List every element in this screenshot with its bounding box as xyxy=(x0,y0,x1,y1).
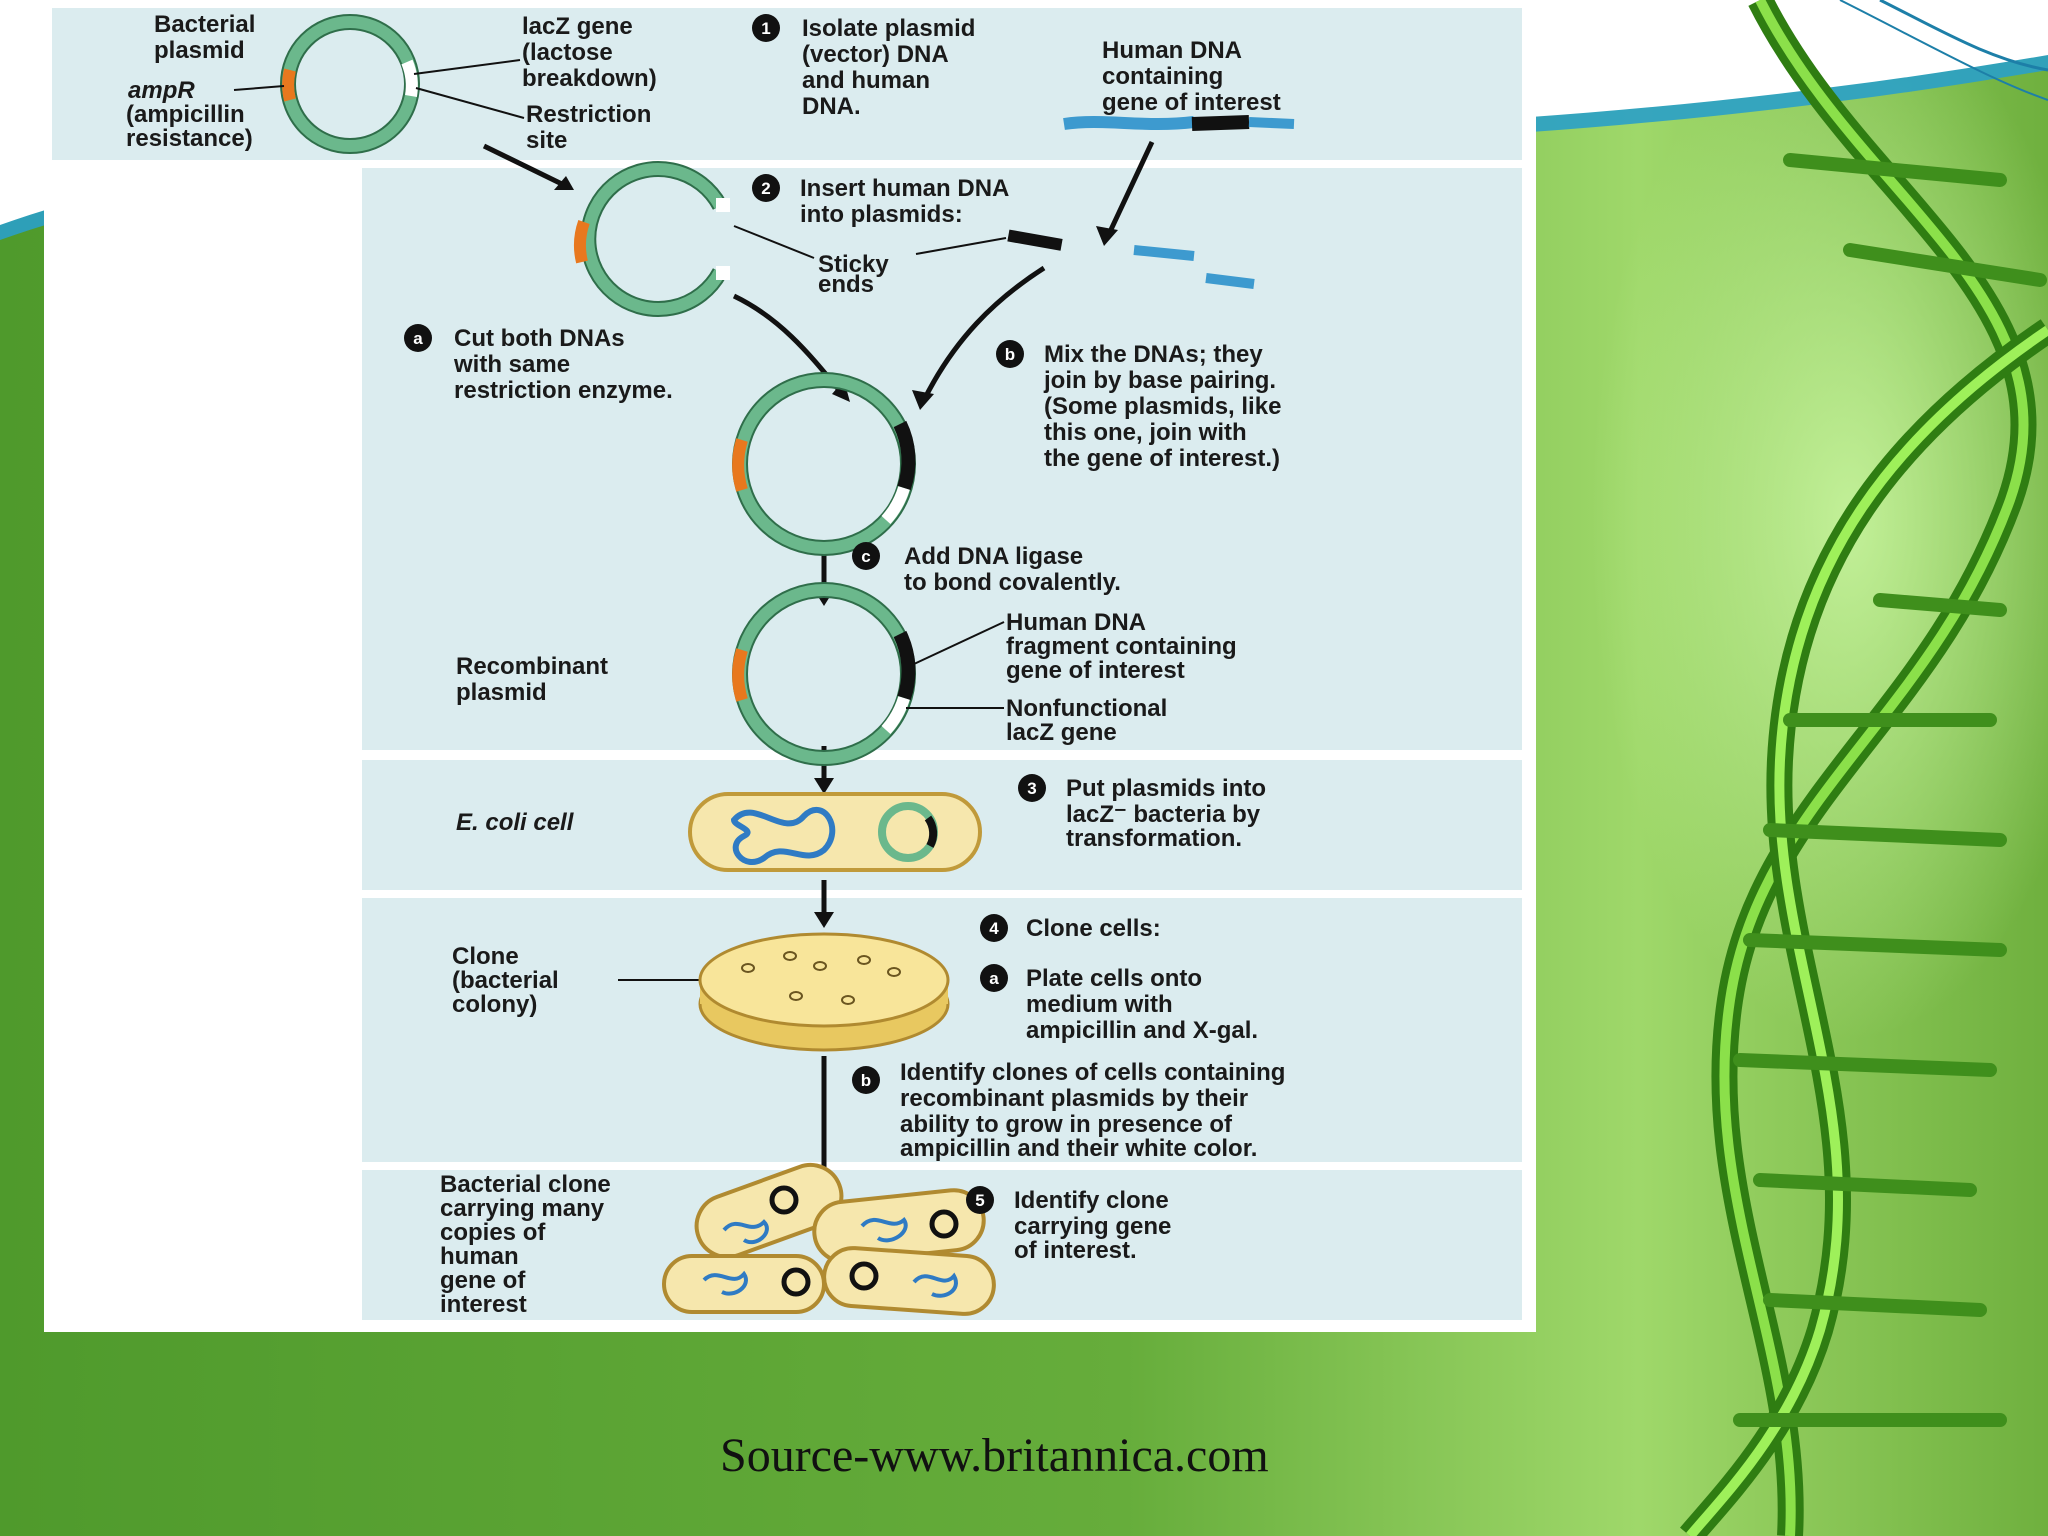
human-dna-fragment-label: Human DNA fragment containing gene of in… xyxy=(1006,609,1243,684)
svg-text:c: c xyxy=(861,547,870,566)
step5-badge xyxy=(966,1186,994,1214)
svg-text:b: b xyxy=(1005,345,1015,364)
svg-text:b: b xyxy=(861,1071,871,1090)
human-dna-strand xyxy=(1063,115,1295,131)
nonfunctional-lacZ-label: Nonfunctional lacZ gene xyxy=(1006,695,1174,746)
step4b-text: Identify clones of cells containing reco… xyxy=(900,1059,1292,1162)
source-caption: Source-www.britannica.com xyxy=(720,1429,1269,1482)
cut-human-dna-pieces xyxy=(1007,229,1255,289)
step4a-text: Plate cells onto medium with ampicillin … xyxy=(1026,965,1258,1044)
step2-badge xyxy=(752,174,780,202)
bacterial-clone-label: Bacterial clone carrying many copies of … xyxy=(440,1171,617,1318)
human-dna-label: Human DNA containing gene of interest xyxy=(1102,37,1281,116)
step3-badge xyxy=(1018,774,1046,802)
svg-text:5: 5 xyxy=(975,1191,984,1210)
step2-text: Insert human DNA into plasmids: xyxy=(800,175,1015,228)
step2b-text: Mix the DNAs; they join by base pairing.… xyxy=(1043,341,1288,472)
bacterial-plasmid-label: Bacterial plasmid xyxy=(154,11,262,64)
step3-text: Put plasmids into lacZ⁻ bacteria by tran… xyxy=(1066,775,1273,852)
lacZ-gene-label: lacZ gene (lactose breakdown) xyxy=(522,13,657,92)
step2b-badge xyxy=(996,340,1024,368)
svg-text:a: a xyxy=(989,969,999,988)
step4b-badge xyxy=(852,1066,880,1094)
step4-badge xyxy=(980,914,1008,942)
recombinant-dna-cloning-figure: Bacterial plasmid ampR (ampicillin resis… xyxy=(44,0,1536,1332)
step4-title: Clone cells: xyxy=(1026,915,1161,942)
step5-text: Identify clone carrying gene of interest… xyxy=(1014,1187,1178,1264)
step2a-badge xyxy=(404,324,432,352)
recombinant-plasmid xyxy=(732,582,916,766)
svg-text:1: 1 xyxy=(761,19,770,38)
step4a-badge xyxy=(980,964,1008,992)
step1-text: Isolate plasmid (vector) DNA and human D… xyxy=(802,15,982,120)
ampR-label: ampR (ampicillin resistance) xyxy=(126,77,253,152)
recombinant-plasmid-label: Recombinant plasmid xyxy=(456,653,615,706)
cut-plasmid xyxy=(574,161,730,317)
bacterial-plasmid xyxy=(280,14,420,154)
ecoli-cell-label: E. coli cell xyxy=(456,809,575,836)
ecoli-cell xyxy=(688,792,982,872)
clone-label: Clone (bacterial colony) xyxy=(452,943,565,1018)
panel-step2 xyxy=(362,168,1522,750)
joined-plasmid xyxy=(732,372,916,556)
panel-step4 xyxy=(362,898,1522,1162)
svg-text:4: 4 xyxy=(989,919,999,938)
step2c-text: Add DNA ligase to bond covalently. xyxy=(904,543,1121,596)
dna-helix-decoration xyxy=(1680,0,2048,1536)
svg-text:3: 3 xyxy=(1027,779,1036,798)
sticky-ends-label: Sticky ends xyxy=(818,251,895,298)
step2a-text: Cut both DNAs with same restriction enzy… xyxy=(453,325,673,404)
svg-text:2: 2 xyxy=(761,179,770,198)
step1-badge xyxy=(752,14,780,42)
petri-dish xyxy=(698,932,950,1052)
panel-step1 xyxy=(52,8,1522,160)
restriction-site-label: Restriction site xyxy=(526,101,658,154)
step2c-badge xyxy=(852,542,880,570)
svg-text:a: a xyxy=(413,329,423,348)
